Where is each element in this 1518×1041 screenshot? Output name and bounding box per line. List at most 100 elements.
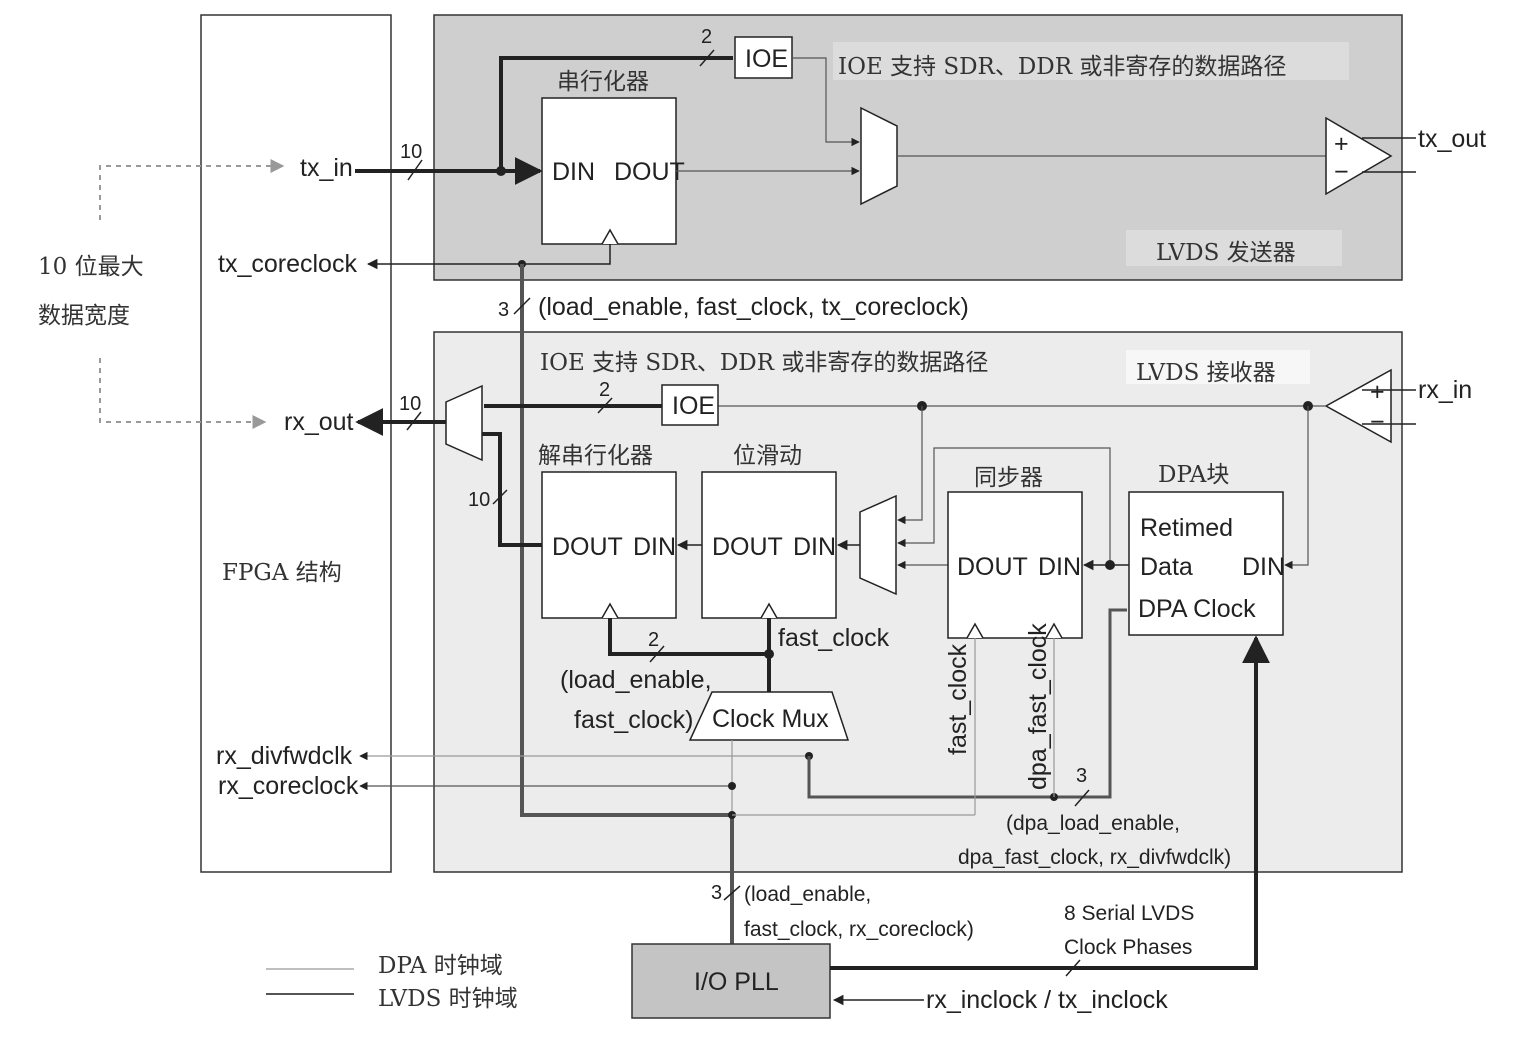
bitslip-box: [701, 471, 837, 619]
dpa-signals-line2: dpa_fast_clock, rx_divfwdclk): [958, 846, 1231, 869]
tx-ioe-bus-width: 2: [701, 26, 712, 48]
pll-signals-line2: fast_clock, rx_coreclock): [744, 918, 974, 941]
dpa-label: DPA块: [1158, 462, 1229, 488]
tx-in-bus-slash: [407, 159, 423, 181]
tx-in-bus-width: 10: [400, 141, 422, 163]
dpa-clock: DPA Clock: [1138, 595, 1256, 623]
dpa-clock-bus: [807, 608, 1127, 799]
width-note-arrow-top: [99, 159, 285, 220]
load-enable-line1: (load_enable,: [560, 666, 712, 694]
rx-out-mux: [445, 384, 483, 462]
rx-ioe-box: [661, 384, 719, 426]
dpa-out-junction: [1105, 560, 1115, 570]
tx-clock-bus-width: 3: [498, 299, 509, 321]
serializer-clock-icon: [601, 228, 619, 245]
dpa-data-to-mux: [897, 447, 1111, 565]
tx-title: LVDS 发送器: [1156, 240, 1296, 266]
fpga-label: FPGA 结构: [222, 560, 342, 586]
rx-divfwdclk-label: rx_divfwdclk: [216, 742, 353, 770]
rx-mid-mux: [859, 494, 897, 596]
sync-box: [947, 491, 1083, 639]
bitslip-din: DIN: [793, 533, 836, 561]
legend-lvds-label: LVDS 时钟域: [378, 986, 518, 1012]
deserializer-box: [541, 471, 677, 619]
serializer-box: [541, 97, 677, 245]
deserializer-clock-icon: [601, 602, 619, 619]
width-note-line1: 10 位最大: [38, 254, 144, 280]
rx-ioe-bus-width: 2: [599, 379, 610, 401]
dpa-fast-clock-vertical-label: dpa_fast_clock: [1024, 623, 1052, 790]
serial-phases-line2: Clock Phases: [1064, 936, 1192, 959]
sync-din: DIN: [1038, 553, 1081, 581]
dpa-bus-width: 3: [1076, 765, 1087, 787]
pll-bus-slash: [723, 885, 741, 901]
tx-in-label: tx_in: [300, 154, 353, 182]
inclock-label: rx_inclock / tx_inclock: [926, 986, 1168, 1014]
tx-out-label: tx_out: [1418, 125, 1486, 153]
tx-clock-signals: (load_enable, fast_clock, tx_coreclock): [538, 293, 969, 321]
rx-out-label: rx_out: [284, 408, 354, 436]
bitslip-clock-icon: [760, 602, 778, 619]
des-clock-width: 2: [648, 629, 659, 651]
sync-label: 同步器: [974, 465, 1043, 491]
tx-coreclock-line: [366, 244, 611, 270]
tx-ioe-note-bg: [833, 42, 1349, 80]
rx-receiver-minus: −: [1370, 408, 1385, 436]
dpa-signals-line1: (dpa_load_enable,: [1006, 812, 1180, 835]
tx-ioe-note: IOE 支持 SDR、DDR 或非寄存的数据路径: [838, 54, 1286, 80]
tx-ioe-bus-slash: [699, 49, 715, 67]
load-enable-line2: fast_clock): [574, 706, 693, 734]
fast-clock-label: fast_clock: [778, 624, 890, 652]
dpa-retimed: Retimed: [1140, 514, 1233, 542]
tx-coreclock-label: tx_coreclock: [218, 250, 357, 278]
tx-title-bg: [1126, 230, 1342, 266]
deserializer-bus-width: 10: [468, 489, 490, 511]
serial-phases-line1: 8 Serial LVDS: [1064, 902, 1194, 925]
rx-ioe-label: IOE: [672, 392, 715, 420]
fpga-fabric-box: [200, 14, 392, 873]
dpa-din: DIN: [1242, 553, 1285, 581]
legend-dpa-label: DPA 时钟域: [378, 953, 503, 979]
dpa-data: Data: [1140, 553, 1193, 581]
width-note-line2: 数据宽度: [38, 303, 130, 329]
tx-driver-icon: [1325, 116, 1393, 196]
deserializer-to-mux-bus: [482, 432, 542, 547]
sync-clock-icon-2: [1045, 622, 1063, 639]
tx-driver-plus: +: [1334, 130, 1349, 158]
rx-ioe-bus-slash: [597, 397, 613, 414]
serializer-din: DIN: [552, 158, 595, 186]
serial-clock-slash: [1065, 959, 1081, 977]
bitslip-label: 位滑动: [733, 443, 802, 469]
serializer-dout: DOUT: [614, 158, 685, 186]
rx-in-label: rx_in: [1418, 376, 1472, 404]
dpa-bus-slash: [1074, 789, 1090, 807]
clock-mux-box: [688, 691, 850, 741]
tx-ioe-label: IOE: [745, 45, 788, 73]
bypass-to-mux: [897, 406, 923, 525]
deserializer-din: DIN: [633, 533, 676, 561]
tx-clock-bus-slash: [513, 297, 531, 315]
clock-mux-label: Clock Mux: [712, 705, 829, 733]
bitslip-dout: DOUT: [712, 533, 783, 561]
rx-title-bg: [1126, 350, 1310, 384]
pll-signals-line1: (load_enable,: [744, 883, 871, 906]
des-clock-bus: [608, 618, 769, 656]
des-clock-slash: [649, 645, 665, 663]
dpa-box: [1128, 491, 1284, 636]
rx-ioe-note: IOE 支持 SDR、DDR 或非寄存的数据路径: [540, 350, 988, 376]
deserializer-label: 解串行化器: [538, 443, 653, 469]
rx-coreclock-junction: [728, 782, 736, 790]
rx-coreclock-label: rx_coreclock: [218, 772, 359, 800]
sync-dout: DOUT: [957, 553, 1028, 581]
serializer-label: 串行化器: [557, 69, 649, 95]
rx-out-bus-slash: [406, 411, 422, 431]
width-note-arrow-bottom: [99, 358, 267, 429]
serial-clock-phase-bus: [830, 635, 1270, 970]
io-pll-box: [631, 943, 831, 1019]
tx-ioe-bus: [499, 56, 733, 171]
sync-clock-icon-1: [966, 622, 984, 639]
clock-mux-junction: [764, 649, 774, 659]
tx-driver-minus: −: [1334, 158, 1349, 186]
rx-title: LVDS 接收器: [1136, 360, 1276, 386]
